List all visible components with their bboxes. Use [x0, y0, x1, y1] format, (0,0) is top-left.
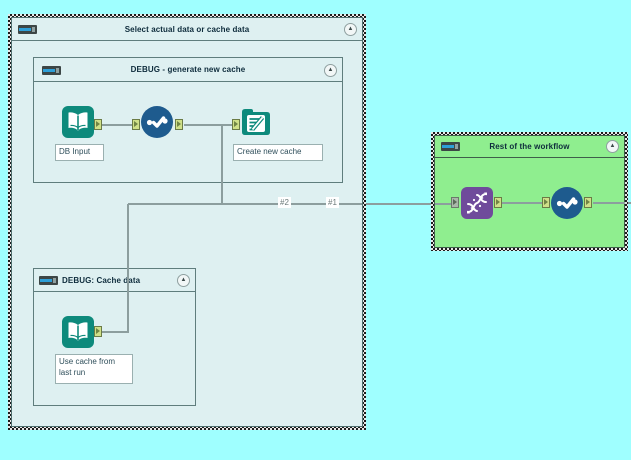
container-icon — [441, 142, 460, 151]
input-port[interactable] — [232, 119, 240, 130]
node-dna-tool[interactable] — [461, 187, 493, 224]
connection-main-entry[interactable] — [435, 203, 453, 205]
circle-check-icon — [141, 106, 173, 138]
collapse-button[interactable]: ▲ — [344, 23, 357, 36]
node-check-tool-2[interactable] — [551, 187, 583, 224]
node-db-input[interactable] — [62, 106, 94, 143]
connection-label-1: #1 — [326, 197, 339, 208]
output-port[interactable] — [584, 197, 592, 208]
node-check-tool-1[interactable] — [141, 106, 173, 143]
input-port[interactable] — [132, 119, 140, 130]
container-title: DEBUG: Cache data — [62, 275, 141, 285]
node-label-line1: Use cache from — [59, 357, 116, 366]
output-port[interactable] — [94, 119, 102, 130]
node-label-use-cache[interactable]: Use cache from last run — [55, 354, 133, 384]
container-title: Rest of the workflow — [489, 142, 570, 151]
connection-main-inside[interactable] — [128, 203, 362, 205]
container-cache-data[interactable]: DEBUG: Cache data ▲ — [33, 268, 196, 406]
collapse-arrow-icon: ▲ — [347, 26, 354, 32]
container-cache-data-header[interactable]: DEBUG: Cache data ▲ — [34, 269, 195, 292]
connection-dna-to-check[interactable] — [502, 202, 544, 204]
book-input-icon — [62, 106, 94, 138]
connection-cache-up[interactable] — [127, 204, 129, 333]
node-use-cache[interactable] — [62, 316, 94, 353]
book-input-icon — [62, 316, 94, 348]
container-title: DEBUG - generate new cache — [130, 65, 246, 74]
connection-exit-inside[interactable] — [593, 202, 625, 204]
connection-exit-edge[interactable] — [628, 202, 631, 204]
node-create-cache[interactable] — [240, 106, 272, 143]
collapse-button[interactable]: ▲ — [177, 274, 190, 287]
collapse-arrow-icon: ▲ — [327, 67, 334, 73]
container-icon — [42, 66, 61, 75]
connection-check-to-createcache[interactable] — [184, 124, 232, 126]
node-label-create-cache[interactable]: Create new cache — [233, 144, 323, 161]
container-title: Select actual data or cache data — [124, 24, 250, 34]
container-rest-header[interactable]: Rest of the workflow ▲ — [435, 136, 624, 158]
node-label-db-input[interactable]: DB Input — [55, 144, 104, 161]
circle-check-icon — [551, 187, 583, 219]
container-icon — [18, 25, 37, 34]
connection-cache-out[interactable] — [102, 331, 128, 333]
collapse-button[interactable]: ▲ — [324, 64, 337, 77]
container-icon — [39, 276, 58, 285]
output-port[interactable] — [494, 197, 502, 208]
output-port[interactable] — [175, 119, 183, 130]
input-port[interactable] — [542, 197, 550, 208]
output-port[interactable] — [94, 326, 102, 337]
collapse-arrow-icon: ▲ — [609, 143, 616, 149]
container-select-data-header[interactable]: Select actual data or cache data ▲ — [12, 18, 362, 41]
dna-icon — [461, 187, 493, 219]
collapse-arrow-icon: ▲ — [180, 277, 187, 283]
container-generate-cache-header[interactable]: DEBUG - generate new cache ▲ — [34, 58, 342, 82]
input-port-multi[interactable] — [451, 197, 459, 208]
connection-label-2: #2 — [278, 197, 291, 208]
node-label-line2: last run — [59, 368, 86, 377]
connection-main-gap[interactable] — [366, 203, 431, 205]
write-file-icon — [242, 109, 270, 135]
connection-branch-down[interactable] — [221, 125, 223, 205]
container-rest-of-workflow[interactable]: Rest of the workflow ▲ — [431, 132, 628, 251]
connection-dbinput-to-check[interactable] — [102, 124, 132, 126]
collapse-button[interactable]: ▲ — [606, 140, 619, 153]
